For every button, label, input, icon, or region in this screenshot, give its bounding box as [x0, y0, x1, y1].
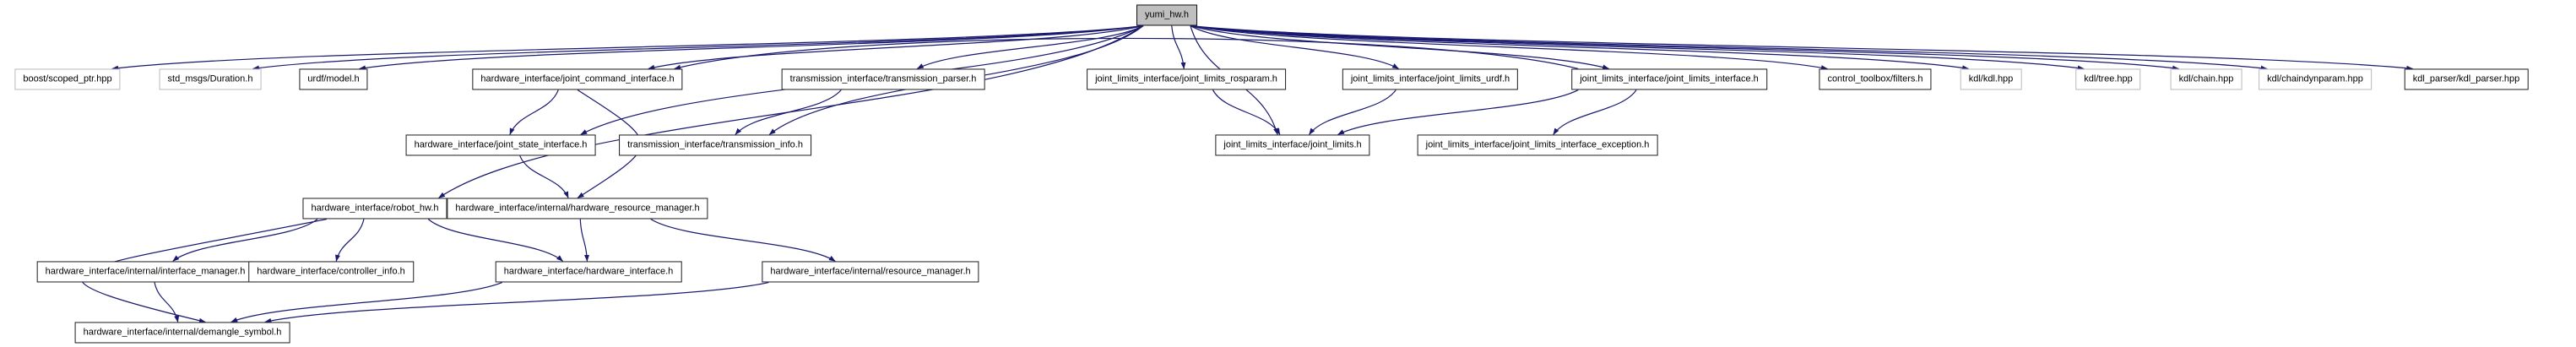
node-interface-manager[interactable]: hardware_interface/internal/interface_ma…	[36, 261, 254, 283]
node-kdl-chaindynparam: kdl/chaindynparam.hpp	[2259, 68, 2372, 90]
node-resource-manager[interactable]: hardware_interface/internal/resource_man…	[762, 261, 979, 283]
node-controller-info[interactable]: hardware_interface/controller_info.h	[248, 261, 414, 283]
node-kdl-parser[interactable]: kdl_parser/kdl_parser.hpp	[2404, 68, 2529, 90]
node-robot-hw[interactable]: hardware_interface/robot_hw.h	[302, 198, 447, 220]
node-joint-state-interface[interactable]: hardware_interface/joint_state_interface…	[405, 134, 596, 156]
node-joint-limits[interactable]: joint_limits_interface/joint_limits.h	[1215, 134, 1370, 156]
node-std-msgs-duration: std_msgs/Duration.h	[159, 68, 262, 90]
node-kdl-tree: kdl/tree.hpp	[2075, 68, 2141, 90]
node-joint-limits-rosparam[interactable]: joint_limits_interface/joint_limits_rosp…	[1087, 68, 1286, 90]
node-demangle-symbol[interactable]: hardware_interface/internal/demangle_sym…	[74, 322, 290, 344]
node-kdl-chain: kdl/chain.hpp	[2170, 68, 2242, 90]
node-transmission-info[interactable]: transmission_interface/transmission_info…	[619, 134, 811, 156]
node-kdl-kdl: kdl/kdl.hpp	[1960, 68, 2022, 90]
node-hardware-interface[interactable]: hardware_interface/hardware_interface.h	[495, 261, 682, 283]
node-joint-limits-interface-exception[interactable]: joint_limits_interface/joint_limits_inte…	[1417, 134, 1658, 156]
node-yumi-hw: yumi_hw.h	[1136, 4, 1197, 26]
node-boost-scoped-ptr: boost/scoped_ptr.hpp	[14, 68, 121, 90]
node-hardware-resource-manager[interactable]: hardware_interface/internal/hardware_res…	[447, 198, 708, 220]
node-joint-limits-urdf[interactable]: joint_limits_interface/joint_limits_urdf…	[1342, 68, 1519, 90]
node-joint-command-interface[interactable]: hardware_interface/joint_command_interfa…	[472, 68, 683, 90]
node-urdf-model[interactable]: urdf/model.h	[299, 68, 368, 90]
node-control-toolbox-filters[interactable]: control_toolbox/filters.h	[1819, 68, 1932, 90]
node-transmission-parser[interactable]: transmission_interface/transmission_pars…	[781, 68, 985, 90]
node-joint-limits-interface[interactable]: joint_limits_interface/joint_limits_inte…	[1571, 68, 1767, 90]
